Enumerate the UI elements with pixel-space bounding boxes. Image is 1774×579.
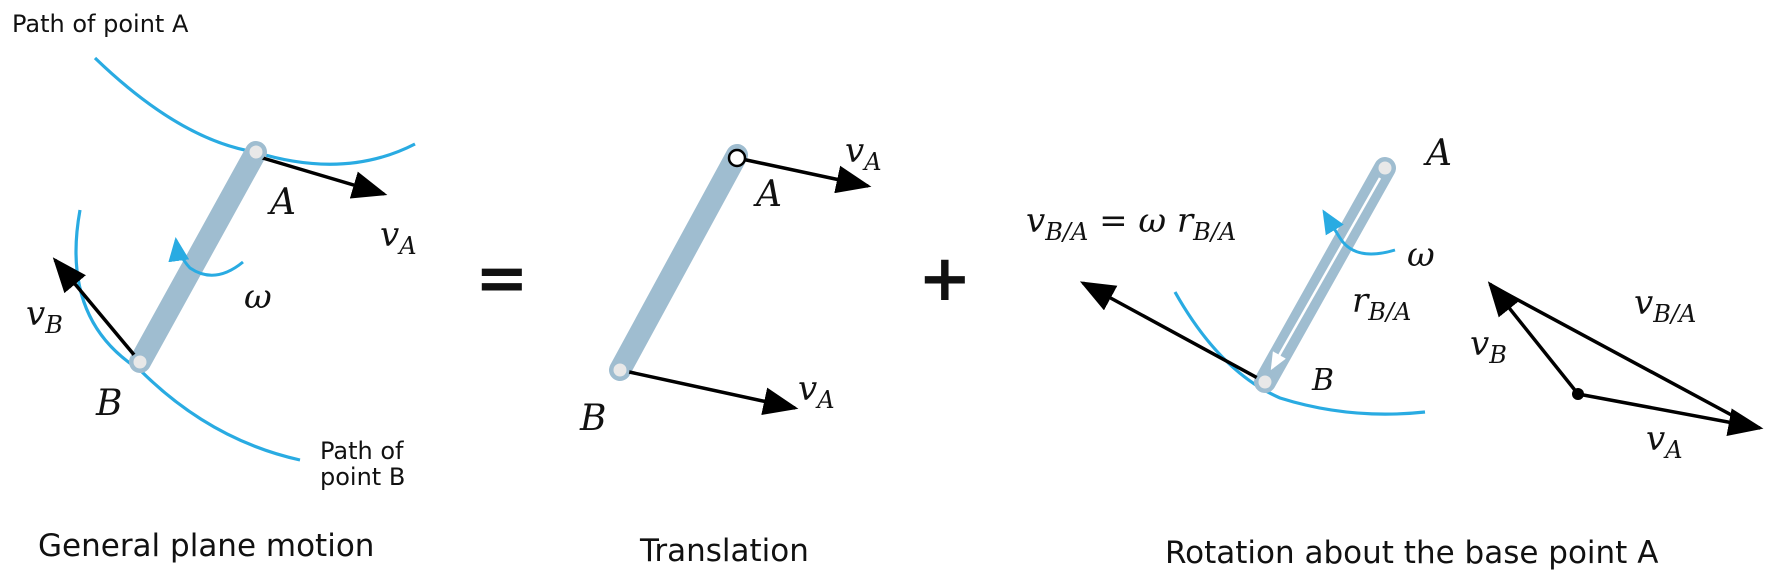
- omega-label: ω: [244, 277, 272, 317]
- rigid-link: [129, 141, 267, 373]
- path-of-point-b-curve: [1173, 291, 1426, 416]
- triangle-v-a-arrow: [1577, 392, 1764, 436]
- path-b-label-line1: Path of: [320, 437, 404, 465]
- pin-b: [610, 360, 630, 380]
- panel-rotation: A B ω rB/A vB/A = ω rB/A Rotation about …: [1026, 133, 1658, 571]
- velocity-triangle: vB vB/A vA: [1470, 281, 1764, 464]
- triangle-label-v-b: vB: [1470, 324, 1507, 369]
- caption-translation: Translation: [639, 533, 809, 569]
- omega-arc: [168, 237, 244, 277]
- triangle-label-v-ba: vB/A: [1634, 283, 1696, 328]
- pin-a: [1375, 158, 1395, 178]
- label-r-ba: rB/A: [1352, 281, 1411, 326]
- omega-arc: [1322, 209, 1396, 256]
- pin-b: [1255, 372, 1275, 392]
- velocity-a-bottom-arrow: [619, 368, 799, 415]
- relative-velocity-equation: vB/A = ω rB/A: [1026, 201, 1236, 246]
- triangle-origin-dot: [1572, 388, 1584, 400]
- label-b: B: [579, 398, 606, 439]
- label-b: B: [95, 383, 122, 424]
- label-a: A: [753, 174, 782, 215]
- label-v-b: vB: [26, 294, 63, 339]
- rigid-link: [609, 144, 748, 381]
- label-a: A: [267, 182, 296, 223]
- panel-translation: A B vA vA Translation: [579, 131, 882, 569]
- velocity-b-relative-arrow: [1079, 281, 1266, 384]
- label-v-a-top: vA: [845, 131, 882, 176]
- label-v-a-bottom: vA: [798, 369, 835, 414]
- triangle-v-ba-arrow: [1491, 284, 1751, 427]
- velocity-a-top-arrow: [736, 156, 872, 194]
- label-a: A: [1423, 133, 1452, 174]
- pin-a: [246, 142, 266, 162]
- omega-label: ω: [1407, 235, 1435, 275]
- caption-general: General plane motion: [38, 528, 374, 564]
- panel-general-plane-motion: Path of point A A B vA vB ω Path of poin…: [12, 10, 417, 564]
- velocity-b-arrow: [52, 257, 142, 364]
- path-b-label-line2: point B: [320, 463, 405, 491]
- path-a-label: Path of point A: [12, 10, 189, 38]
- caption-rotation: Rotation about the base point A: [1165, 535, 1658, 571]
- label-b: B: [1311, 363, 1334, 398]
- velocity-a-arrow: [255, 154, 388, 199]
- equals-sign: =: [475, 242, 529, 316]
- relative-position-arrow: [1270, 177, 1382, 371]
- pin-a: [727, 148, 747, 168]
- plus-sign: +: [918, 242, 972, 316]
- pin-b: [130, 352, 150, 372]
- triangle-label-v-a: vA: [1646, 419, 1683, 464]
- label-v-a: vA: [380, 215, 417, 260]
- triangle-v-b-arrow: [1487, 281, 1580, 396]
